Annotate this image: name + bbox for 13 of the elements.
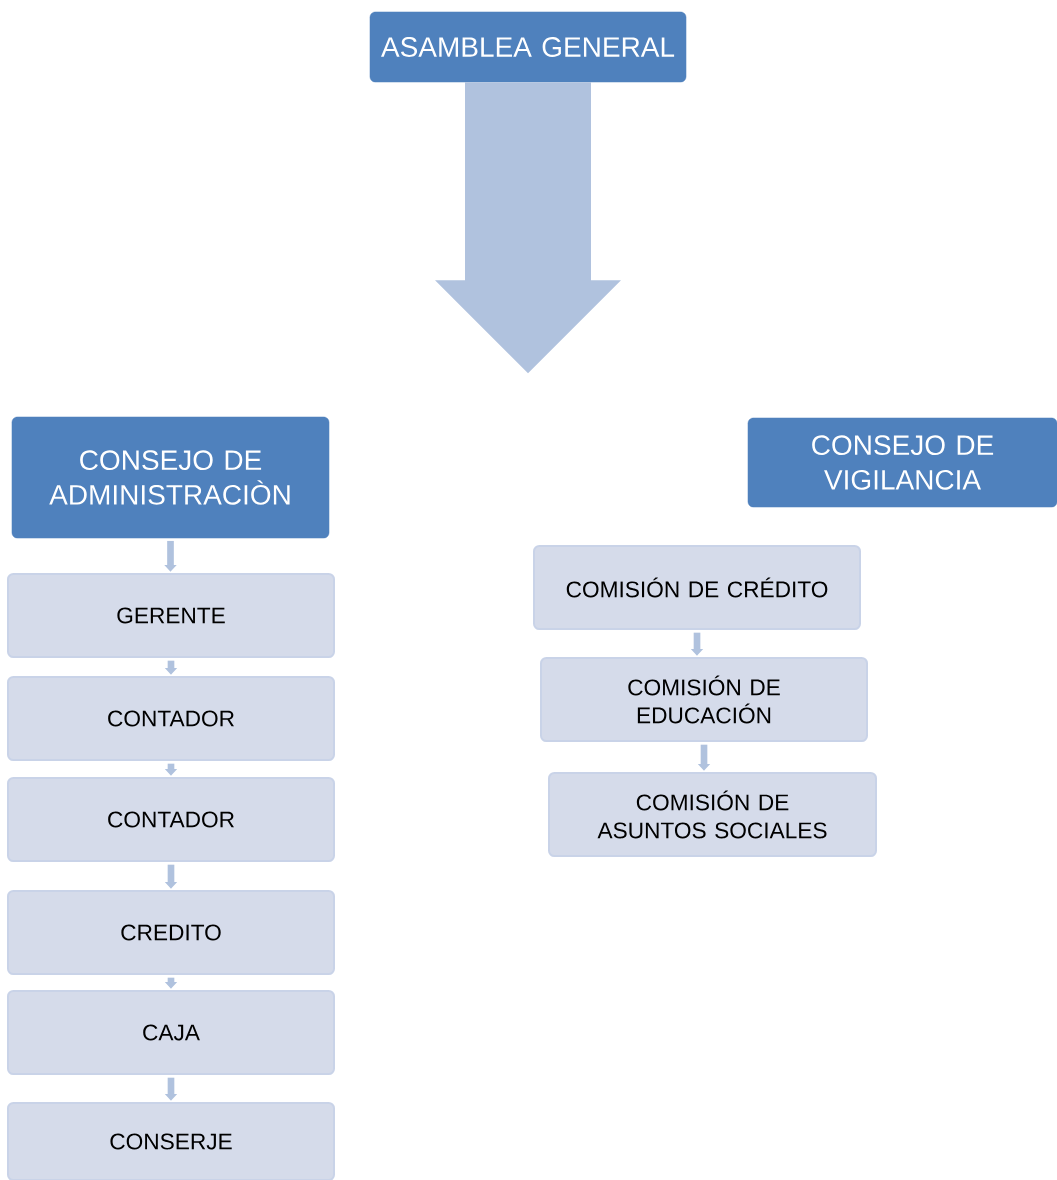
position-box: COMISIÓN DE ASUNTOS SOCIALES — [548, 772, 877, 857]
position-box: COMISIÓN DE EDUCACIÓN — [540, 657, 868, 742]
position-box: CONTADOR — [7, 777, 335, 862]
position-box: CONSERJE — [7, 1102, 335, 1180]
position-box: COMISIÓN DE CRÉDITO — [533, 545, 861, 630]
position-box: CONTADOR — [7, 676, 335, 761]
position-box: CAJA — [7, 990, 335, 1075]
block-arrow — [435, 82, 621, 374]
position-box: CREDITO — [7, 890, 335, 975]
position-box: GERENTE — [7, 573, 335, 658]
title-box: CONSEJO DE ADMINISTRACIÒN — [11, 416, 330, 539]
title-box: ASAMBLEA GENERAL — [369, 11, 687, 83]
title-box: CONSEJO DE VIGILANCIA — [747, 417, 1057, 508]
